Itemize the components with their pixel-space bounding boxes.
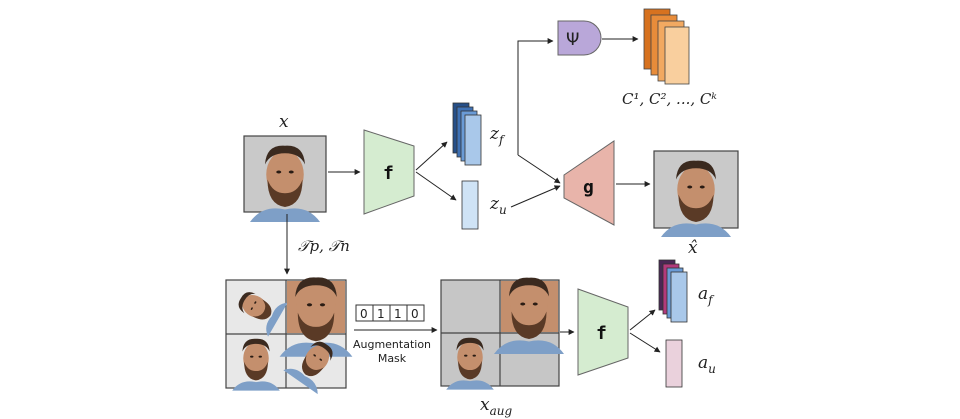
mask-caption-line2: Mask xyxy=(378,352,407,365)
psi-label: Ψ xyxy=(566,30,579,50)
transforms-label: 𝒯p, 𝒯n xyxy=(298,237,350,255)
z-f-label: zf xyxy=(489,124,506,147)
x-hat-label: x̂ xyxy=(688,238,698,258)
encoder-f-top xyxy=(363,129,415,215)
mask-bit-2: 1 xyxy=(394,307,402,321)
z-f-feature-stack xyxy=(452,102,482,166)
augmentation-mask: 0 1 1 0 xyxy=(355,304,425,322)
clusters-label: C¹, C², ..., Cᵏ xyxy=(622,90,717,108)
cluster-stack xyxy=(643,8,690,85)
arrows xyxy=(284,36,661,353)
encoder-f-bottom-label: f xyxy=(596,323,607,344)
z-u-feature xyxy=(461,180,479,230)
mask-bit-1: 1 xyxy=(377,307,385,321)
x-aug-label: xaug xyxy=(480,395,512,418)
masked-augmented-grid xyxy=(440,277,564,390)
mask-caption-line1: Augmentation xyxy=(353,338,431,351)
z-u-label: zu xyxy=(489,194,507,217)
mask-bit-3: 0 xyxy=(411,307,419,321)
augmented-views-grid xyxy=(225,277,353,395)
a-f-label: af xyxy=(698,284,715,307)
decoder-g-label: g xyxy=(583,177,594,198)
psi-head xyxy=(557,20,602,56)
a-u-label: au xyxy=(698,353,716,376)
reconstructed-image xyxy=(653,150,739,237)
input-image xyxy=(243,135,327,222)
decoder-g xyxy=(563,140,615,226)
mask-bit-0: 0 xyxy=(360,307,368,321)
a-u-feature xyxy=(665,339,683,388)
x-label: x xyxy=(279,112,289,132)
encoder-f-top-label: f xyxy=(383,163,394,184)
encoder-f-bottom xyxy=(577,288,629,376)
a-f-feature-stack xyxy=(658,259,688,323)
